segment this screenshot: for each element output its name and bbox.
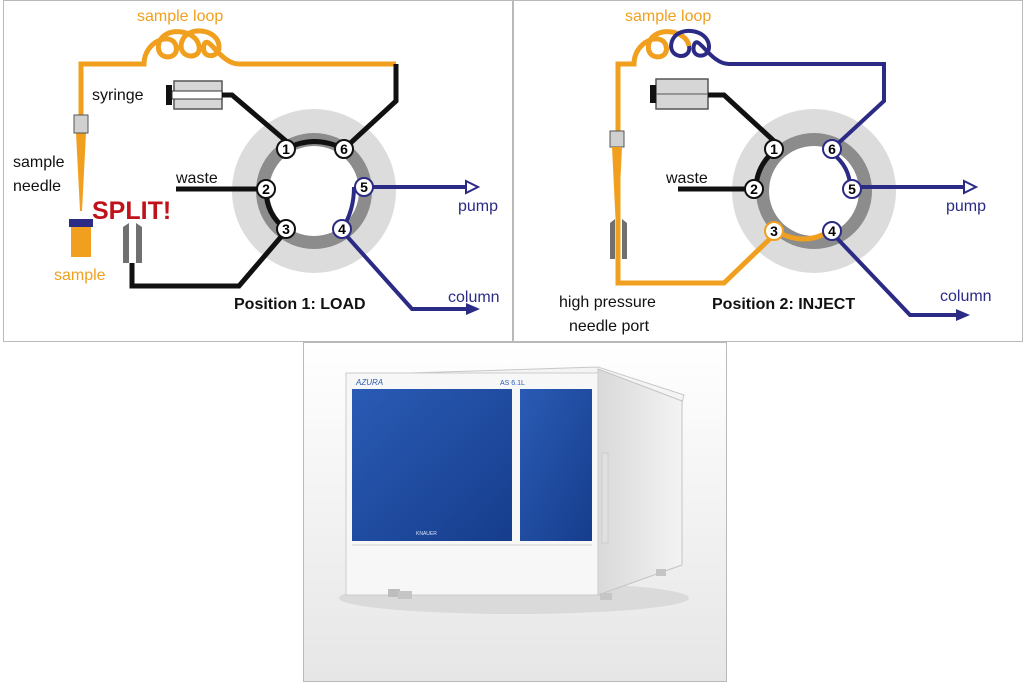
position-title: Position 1: LOAD <box>234 296 366 313</box>
port-label: 6 <box>828 141 836 157</box>
foot <box>600 593 612 600</box>
port-label: 6 <box>340 141 348 157</box>
device-side <box>598 369 682 595</box>
port-5: 5 <box>843 180 861 198</box>
foot <box>398 591 412 599</box>
split-label: SPLIT! <box>92 197 171 225</box>
column-label: column <box>448 289 500 306</box>
syringe-barrel <box>172 91 222 99</box>
port-4: 4 <box>333 220 351 238</box>
port-label: 4 <box>828 223 836 239</box>
waste-label: waste <box>665 170 708 187</box>
model-label: AS 6.1L <box>500 380 525 387</box>
port-2: 2 <box>745 180 763 198</box>
needle-port-left <box>610 219 615 259</box>
needle-port-label-line2: needle port <box>569 318 650 335</box>
sample-needle-label-line1: sample <box>13 154 65 171</box>
port-1: 1 <box>765 140 783 158</box>
load-diagram-panel: 1 6 2 5 3 4 sample loop syringe sample n… <box>3 0 513 342</box>
sample-label: sample <box>54 267 106 284</box>
sample-needle-label-line2: needle <box>13 178 61 195</box>
port-1: 1 <box>277 140 295 158</box>
needle-port-left <box>123 223 129 263</box>
sample-vial <box>71 227 91 257</box>
needle-hub <box>610 131 624 147</box>
port-3: 3 <box>277 220 295 238</box>
inject-diagram-panel: 1 6 2 5 3 4 sample loop waste pump colum… <box>513 0 1023 342</box>
syringe-plunger <box>166 85 172 105</box>
pump-icon <box>466 181 478 193</box>
autosampler-photo: AZURA AS 6.1L KNAUER <box>304 343 726 681</box>
port-label: 2 <box>750 181 758 197</box>
sample-needle-tip <box>76 133 86 211</box>
port-label: 4 <box>338 221 346 237</box>
syringe-to-port1-tube <box>708 95 774 141</box>
load-diagram: 1 6 2 5 3 4 sample loop syringe sample n… <box>4 1 512 341</box>
inject-diagram: 1 6 2 5 3 4 sample loop waste pump colum… <box>514 1 1022 341</box>
autosampler-photo-panel: AZURA AS 6.1L KNAUER <box>303 342 727 682</box>
port-6: 6 <box>823 140 841 158</box>
door-window <box>352 389 512 541</box>
pump-label: pump <box>946 198 986 215</box>
foot <box>656 569 666 576</box>
port-5: 5 <box>355 178 373 196</box>
sample-loop-label: sample loop <box>625 8 711 25</box>
pump-icon <box>964 181 976 193</box>
pump-label: pump <box>458 198 498 215</box>
column-label: column <box>940 288 992 305</box>
sample-vial-cap <box>69 219 93 227</box>
port-2: 2 <box>257 180 275 198</box>
port-label: 2 <box>262 181 270 197</box>
sample-loop-tube <box>618 32 689 263</box>
port-label: 1 <box>282 141 290 157</box>
port-label: 3 <box>770 223 778 239</box>
needle-port-right <box>622 219 627 259</box>
needle-port-label-line1: high pressure <box>559 294 656 311</box>
side-window <box>520 389 592 541</box>
syringe-label: syringe <box>92 87 144 104</box>
column-arrow-icon <box>956 309 970 321</box>
brand-logo: AZURA <box>355 378 383 387</box>
port-label: 5 <box>848 181 856 197</box>
needle-port-right <box>136 223 142 263</box>
side-vent <box>602 453 608 543</box>
port-4: 4 <box>823 222 841 240</box>
port-3: 3 <box>765 222 783 240</box>
syringe-plunger <box>650 85 656 103</box>
syringe-to-port1-tube <box>222 95 286 141</box>
port-label: 1 <box>770 141 778 157</box>
port-label: 5 <box>360 179 368 195</box>
maker-label: KNAUER <box>416 531 437 537</box>
sample-needle-hub <box>74 115 88 133</box>
port-6: 6 <box>335 140 353 158</box>
sample-loop-tube <box>81 31 396 129</box>
waste-label: waste <box>175 170 218 187</box>
port-label: 3 <box>282 221 290 237</box>
position-title: Position 2: INJECT <box>712 296 855 313</box>
sample-loop-label: sample loop <box>137 8 223 25</box>
